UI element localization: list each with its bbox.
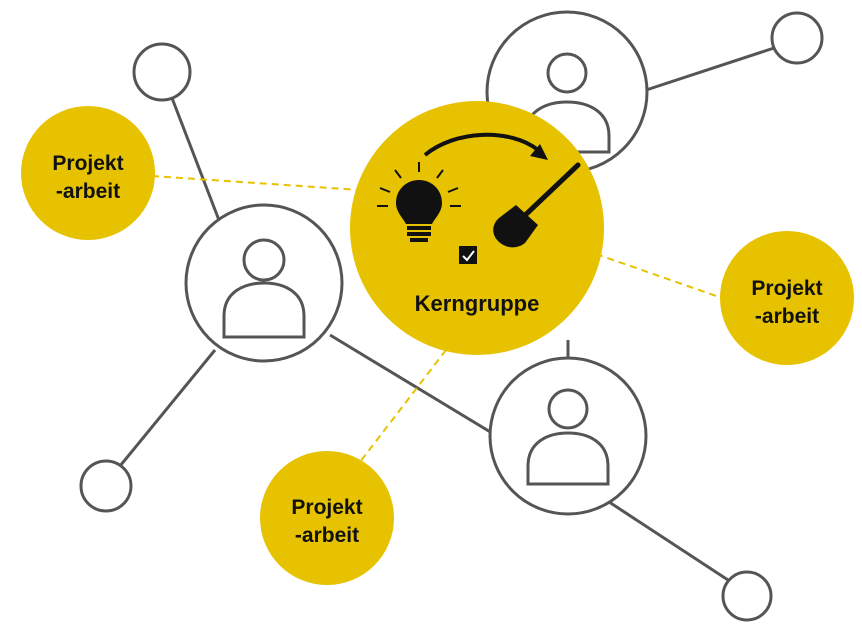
leaf-node <box>79 459 133 513</box>
arrow-icon <box>423 132 548 160</box>
project-label-line1: Projekt <box>52 152 123 175</box>
leaf-node <box>770 11 824 65</box>
person-icon <box>222 238 306 339</box>
project-label-line2: -arbeit <box>56 180 120 203</box>
dashed-connector <box>359 349 447 463</box>
checkbox-icon <box>459 246 477 264</box>
edge <box>329 333 493 435</box>
dashed-connector <box>151 175 361 191</box>
person-icon <box>526 388 610 486</box>
person-node <box>488 356 648 516</box>
project-connectors <box>151 175 723 463</box>
edge <box>602 496 729 582</box>
edge <box>639 46 775 94</box>
leaf-node <box>721 570 773 622</box>
leaf-nodes <box>79 11 824 622</box>
shovel-icon <box>493 162 581 248</box>
core-label: Kerngruppe <box>415 291 540 316</box>
project-label-line2: -arbeit <box>295 524 359 547</box>
project-label-line1: Projekt <box>291 496 362 519</box>
project-label-line1: Projekt <box>751 277 822 300</box>
project-bubble: Projekt -arbeit <box>21 106 155 240</box>
person-node <box>184 203 344 363</box>
project-bubble: Projekt -arbeit <box>260 451 394 585</box>
network-edges <box>118 46 775 582</box>
project-bubble: Projekt -arbeit <box>720 231 854 365</box>
leaf-node <box>132 42 192 102</box>
core-node: Kerngruppe <box>350 101 604 355</box>
edge <box>118 349 217 467</box>
project-label-line2: -arbeit <box>755 305 819 328</box>
lightbulb-icon <box>377 162 461 242</box>
dashed-connector <box>595 253 723 299</box>
